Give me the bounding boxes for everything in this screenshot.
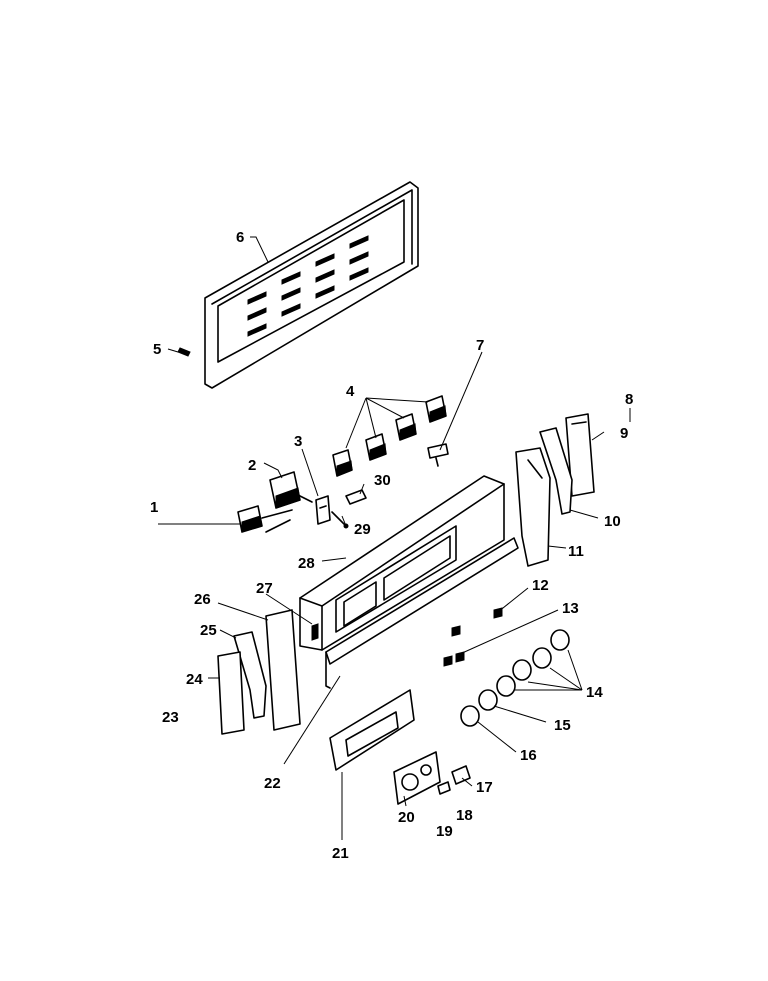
part-13-screws[interactable] [443, 651, 465, 667]
callout-4: 4 [346, 383, 355, 400]
callout-23: 23 [162, 709, 179, 726]
part-22-trim-strip[interactable] [325, 537, 519, 689]
callout-28: 28 [298, 555, 315, 572]
callout-9: 9 [620, 425, 628, 442]
callout-19: 19 [436, 823, 453, 840]
callout-16: 16 [520, 747, 537, 764]
callout-2: 2 [248, 457, 256, 474]
callout-1: 1 [150, 499, 158, 516]
callout-22: 22 [264, 775, 281, 792]
part-30-clip[interactable] [345, 489, 367, 505]
part-16-knob[interactable] [460, 705, 480, 727]
part-27-screw[interactable] [311, 623, 319, 641]
callout-15: 15 [554, 717, 571, 734]
callout-6: 6 [236, 229, 244, 246]
callout-12: 12 [532, 577, 549, 594]
callout-14: 14 [586, 684, 603, 701]
part-11-end-cap[interactable] [515, 447, 551, 567]
callout-5: 5 [153, 341, 161, 358]
part-10-end-trim[interactable] [539, 427, 573, 515]
callout-26: 26 [194, 591, 211, 608]
part-2-switch-block[interactable] [269, 471, 313, 509]
callout-labels: 6 5 4 7 8 9 3 2 30 1 29 10 11 28 12 27 2… [150, 229, 633, 862]
part-7-connector[interactable] [427, 443, 449, 467]
part-28-control-panel[interactable] [299, 475, 505, 651]
callout-27: 27 [256, 580, 273, 597]
callout-3: 3 [294, 433, 302, 450]
callout-11: 11 [568, 543, 584, 560]
callout-20: 20 [398, 809, 415, 826]
part-26-side-bracket[interactable] [265, 609, 301, 731]
part-24-end-cap[interactable] [217, 651, 245, 735]
callout-21: 21 [332, 845, 349, 862]
panel-vent-slots [247, 235, 369, 337]
part-12-screws[interactable] [451, 607, 503, 637]
callout-7: 7 [476, 337, 484, 354]
part-14-knobs[interactable] [496, 629, 570, 697]
callout-29: 29 [354, 521, 371, 538]
part-17-knobs[interactable] [437, 765, 471, 795]
part-9-side-bracket[interactable] [565, 413, 595, 497]
part-25-end-trim[interactable] [233, 631, 267, 719]
callout-25: 25 [200, 622, 217, 639]
part-5-screw[interactable] [177, 347, 191, 357]
callout-30: 30 [374, 472, 391, 489]
part-21-bracket[interactable] [329, 689, 415, 771]
leader-lines [158, 236, 631, 840]
callout-24: 24 [186, 671, 203, 688]
part-15-knob[interactable] [478, 689, 498, 711]
part-20-clock[interactable] [393, 751, 441, 805]
callout-8: 8 [625, 391, 633, 408]
part-6-backguard-panel[interactable] [204, 181, 419, 389]
callout-13: 13 [562, 600, 579, 617]
part-3-bracket[interactable] [315, 495, 331, 525]
callout-18: 18 [456, 807, 473, 824]
part-1-switch[interactable] [237, 505, 293, 533]
part-4-switches[interactable] [332, 395, 447, 477]
callout-17: 17 [476, 779, 493, 796]
callout-10: 10 [604, 513, 621, 530]
